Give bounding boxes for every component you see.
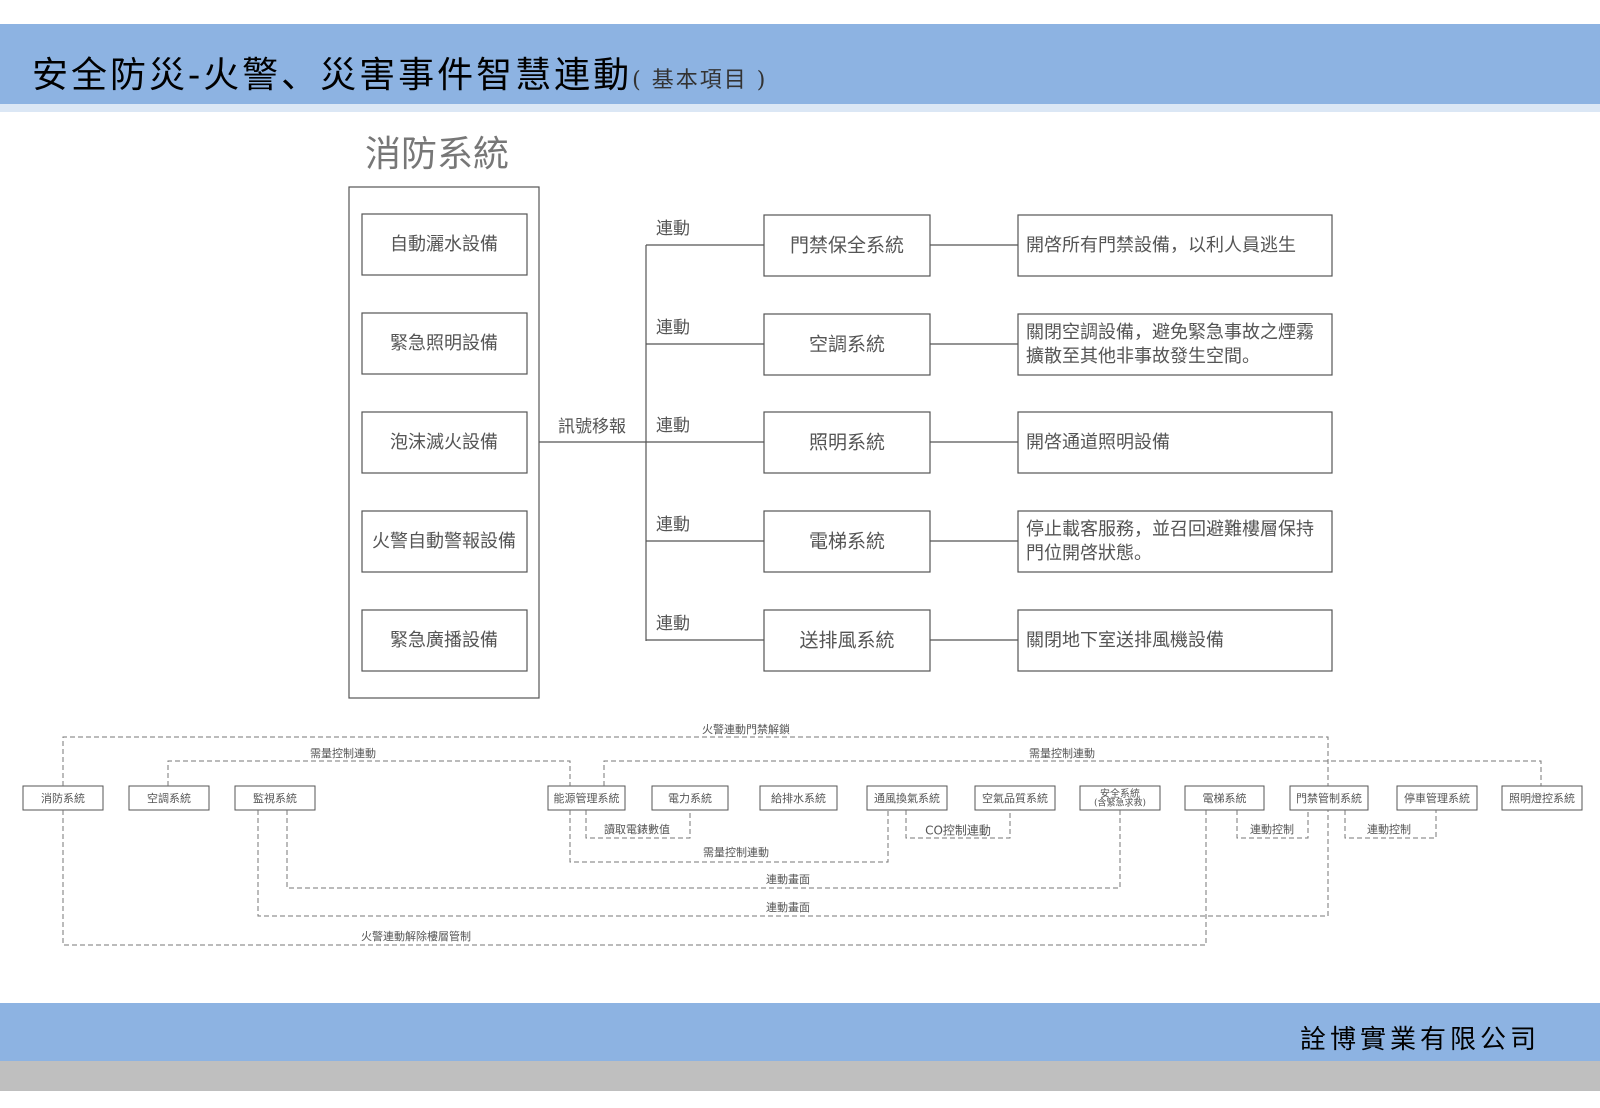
bottom-node-box [547,785,626,811]
action-text: 擴散至其他非事故發生空間。 [1026,346,1260,367]
action-text: 停止載客服務，並召回避難樓層保持 [1026,519,1314,540]
bottom-node-label: 空調系統 [147,791,191,805]
footer-strip [0,1061,1600,1091]
link-label: 連動 [656,219,690,239]
action-box [1017,313,1333,376]
link-label: 連動 [656,614,690,634]
system-label: 送排風系統 [799,630,894,652]
fire-system-title: 消防系統 [365,134,509,175]
fire-device-box [361,609,528,672]
bottom-node-label: 門禁管制系統 [1296,791,1362,805]
bottom-node-box [1396,785,1478,811]
fire-device-box [361,411,528,474]
link-read-meter [585,810,691,839]
system-label: 照明系統 [809,432,885,454]
company-name: 詮博實業有限公司 [1299,1025,1540,1055]
link-label-screen-2: 連動畫面 [766,900,810,914]
bottom-node-label: 空氣品質系統 [982,791,1048,805]
system-label: 電梯系統 [809,531,885,553]
link-control-1 [1236,810,1309,839]
link-label-control-2: 連動控制 [1367,822,1411,836]
link-fire-floor-release [62,810,1207,946]
link-label-control-1: 連動控制 [1250,822,1294,836]
link-label: 連動 [656,318,690,338]
system-box [763,609,931,672]
system-box [763,214,931,277]
link-demand-left [167,760,571,786]
header-bar: 安全防災-火警、災害事件智慧連動( 基本項目 ) [0,24,1600,112]
system-box [763,313,931,376]
bottom-node-box [234,785,316,811]
link-control-2 [1344,810,1437,839]
action-box [1017,411,1333,474]
signal-label: 訊號移報 [558,417,626,437]
bottom-node-box [1079,785,1161,811]
link-label-demand-left: 需量控制連動 [310,746,376,760]
link-label: 連動 [656,515,690,535]
bottom-node-box [1184,785,1265,811]
page-title: 安全防災-火警、災害事件智慧連動( 基本項目 ) [32,46,767,98]
bottom-node-label: 照明燈控系統 [1509,791,1575,805]
link-label-fire-door-unlock: 火警連動門禁解鎖 [702,722,790,736]
page-subtitle: ( 基本項目 ) [632,68,768,93]
bottom-node-label: 電力系統 [668,791,712,805]
bottom-node-label: 能源管理系統 [554,791,620,805]
bottom-node-box [1501,785,1583,811]
fire-device-box [361,312,528,375]
link-co-control [905,810,1011,839]
linkage-diagram: 消防系統自動灑水設備緊急照明設備泡沫滅火設備火警自動警報設備緊急廣播設備訊號移報… [22,134,1583,946]
page-title-main: 安全防災-火警、災害事件智慧連動 [32,55,633,96]
action-text: 開啓通道照明設備 [1026,432,1170,453]
bottom-node-label: 電梯系統 [1203,791,1247,805]
link-label-screen-1: 連動畫面 [766,872,810,886]
link-label-demand-right: 需量控制連動 [1029,746,1095,760]
bottom-node-box [866,785,948,811]
action-text: 門位開啓狀態。 [1026,543,1152,564]
fire-device-box [361,213,528,276]
action-text: 關閉地下室送排風機設備 [1026,630,1224,651]
system-label: 門禁保全系統 [790,235,904,257]
action-box [1017,510,1333,573]
bottom-node-label: (含緊急求救) [1094,797,1146,809]
link-label-read-meter: 讀取電錶數值 [604,822,670,836]
fire-device-label: 緊急廣播設備 [390,630,498,651]
fire-device-box [361,510,528,573]
system-label: 空調系統 [809,334,885,356]
bottom-node-label: 停車管理系統 [1404,791,1470,805]
action-box [1017,214,1333,277]
fire-device-label: 泡沫滅火設備 [390,432,498,453]
bottom-node-box [974,785,1056,811]
bottom-node-label: 消防系統 [41,791,85,805]
system-box [763,411,931,474]
link-label-co-control: CO控制連動 [925,824,991,838]
link-label-fire-floor-release: 火警連動解除樓層管制 [361,929,471,943]
bottom-node-box [651,785,729,811]
bottom-node-label: 安全系統 [1100,787,1140,800]
bottom-node-box [759,785,838,811]
fire-device-label: 緊急照明設備 [390,333,498,354]
link-label-demand-mid: 需量控制連動 [703,845,769,859]
link-label: 連動 [656,416,690,436]
link-demand-right [603,760,1542,786]
link-screen-2 [257,810,1329,917]
footer-bar: 詮博實業有限公司 [0,1003,1600,1061]
system-box [763,510,931,573]
bottom-node-box [1289,785,1369,811]
bottom-node-box [128,785,210,811]
fire-device-label: 自動灑水設備 [390,234,498,255]
bottom-node-label: 給排水系統 [771,791,826,805]
action-text: 關閉空調設備，避免緊急事故之煙霧 [1026,322,1314,343]
fire-device-label: 火警自動警報設備 [372,531,516,552]
link-demand-mid [569,810,889,863]
bottom-node-label: 通風換氣系統 [874,791,940,805]
bottom-node-label: 監視系統 [253,791,297,805]
action-box [1017,609,1333,672]
action-text: 開啓所有門禁設備，以利人員逃生 [1026,235,1296,256]
